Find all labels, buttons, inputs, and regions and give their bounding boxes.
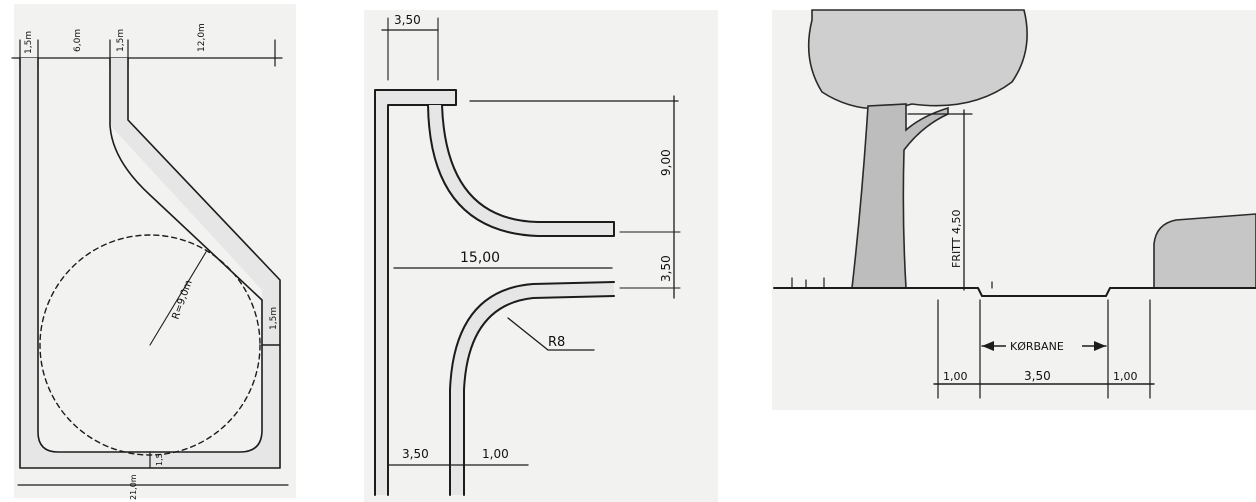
radius-leader bbox=[507, 317, 595, 351]
clearance-label: FRITT 4,50 bbox=[950, 210, 963, 268]
radius-label: R8 bbox=[548, 335, 565, 350]
bottom-road-label: 3,50 bbox=[402, 447, 429, 461]
side-width-label: 1,5m bbox=[269, 307, 279, 330]
main-road-edge bbox=[374, 89, 457, 496]
upper-curve-curb bbox=[428, 105, 614, 236]
dim-label: 6,0m bbox=[73, 29, 83, 52]
tree-canopy bbox=[807, 9, 1028, 110]
dim-label: 12,0m bbox=[197, 23, 207, 52]
lane-width-label: 3,50 bbox=[1024, 369, 1051, 383]
turning-circle-plan: 1,5m 6,0m 1,5m 12,0m R=9,0m 1,5m 1,5 21,… bbox=[0, 0, 300, 502]
road-outer-edge bbox=[19, 57, 281, 469]
left-verge-label: 1,00 bbox=[943, 370, 968, 383]
dim-label: 1,5m bbox=[24, 31, 34, 54]
span-label: 15,00 bbox=[460, 250, 500, 266]
lower-curve-edge bbox=[449, 281, 615, 496]
bottom-total-label: 21,0m bbox=[129, 474, 138, 500]
radius-line bbox=[149, 251, 207, 346]
right-verge-label: 1,00 bbox=[1113, 370, 1138, 383]
bottom-verge-label: 1,00 bbox=[482, 447, 509, 461]
lane-label: KØRBANE bbox=[1010, 340, 1064, 353]
main-road-curb bbox=[375, 90, 456, 495]
paper-background bbox=[14, 4, 296, 498]
arm-width-label: 3,50 bbox=[659, 255, 673, 282]
bottom-gap-label: 1,5 bbox=[155, 453, 164, 466]
upper-curve-edge bbox=[427, 104, 615, 237]
hedge bbox=[1153, 213, 1256, 289]
tree-trunk bbox=[851, 103, 949, 289]
grass-tufts bbox=[791, 277, 993, 289]
junction-plan: 3,50 9,00 3,50 15,00 R8 3,50 1,00 bbox=[358, 0, 720, 502]
lane-label-bg bbox=[1006, 338, 1082, 354]
depth-label: 9,00 bbox=[659, 149, 673, 176]
ground-line bbox=[773, 287, 1256, 297]
top-width-label: 3,50 bbox=[394, 13, 421, 27]
road-inner-edge bbox=[37, 57, 263, 453]
dim-label: 1,5m bbox=[116, 29, 126, 52]
road-cross-section: FRITT 4,50 KØRBANE 1,00 3,50 1,00 bbox=[772, 0, 1256, 420]
